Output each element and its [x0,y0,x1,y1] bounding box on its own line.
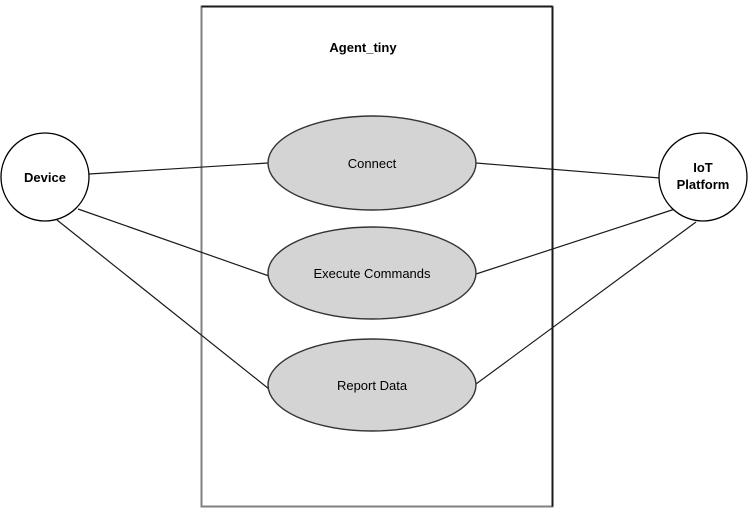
association-execute-commands-iot-platform[interactable] [475,208,676,275]
use-case-report-data-label: Report Data [337,378,408,393]
association-device-connect[interactable] [88,162,269,175]
use-case-connect-label: Connect [348,156,397,171]
association-connect-iot-platform[interactable] [475,162,661,179]
use-case-connect-shape[interactable] [267,115,477,211]
use-case-report-data[interactable]: Report Data [267,338,477,432]
actor-device[interactable]: Device [0,132,90,222]
use-case-execute-commands-shape[interactable] [267,226,477,320]
actor-iot-platform-label-line1: IoT [693,160,713,175]
actor-device-label: Device [24,170,66,185]
use-case-connect[interactable]: Connect [267,115,477,211]
actor-iot-platform-shape[interactable] [658,132,748,222]
association-device-report-data[interactable] [56,219,270,390]
actor-iot-platform-label-line2: Platform [677,177,730,192]
use-case-execute-commands-label: Execute Commands [313,266,431,281]
association-device-execute-commands[interactable] [77,208,270,277]
actor-iot-platform[interactable]: IoT Platform [658,132,748,222]
use-case-execute-commands[interactable]: Execute Commands [267,226,477,320]
associations-group [56,162,697,390]
actor-device-shape[interactable] [0,132,90,222]
association-report-data-iot-platform[interactable] [475,221,697,385]
use-case-report-data-shape[interactable] [267,338,477,432]
system-boundary-title: Agent_tiny [329,40,397,55]
